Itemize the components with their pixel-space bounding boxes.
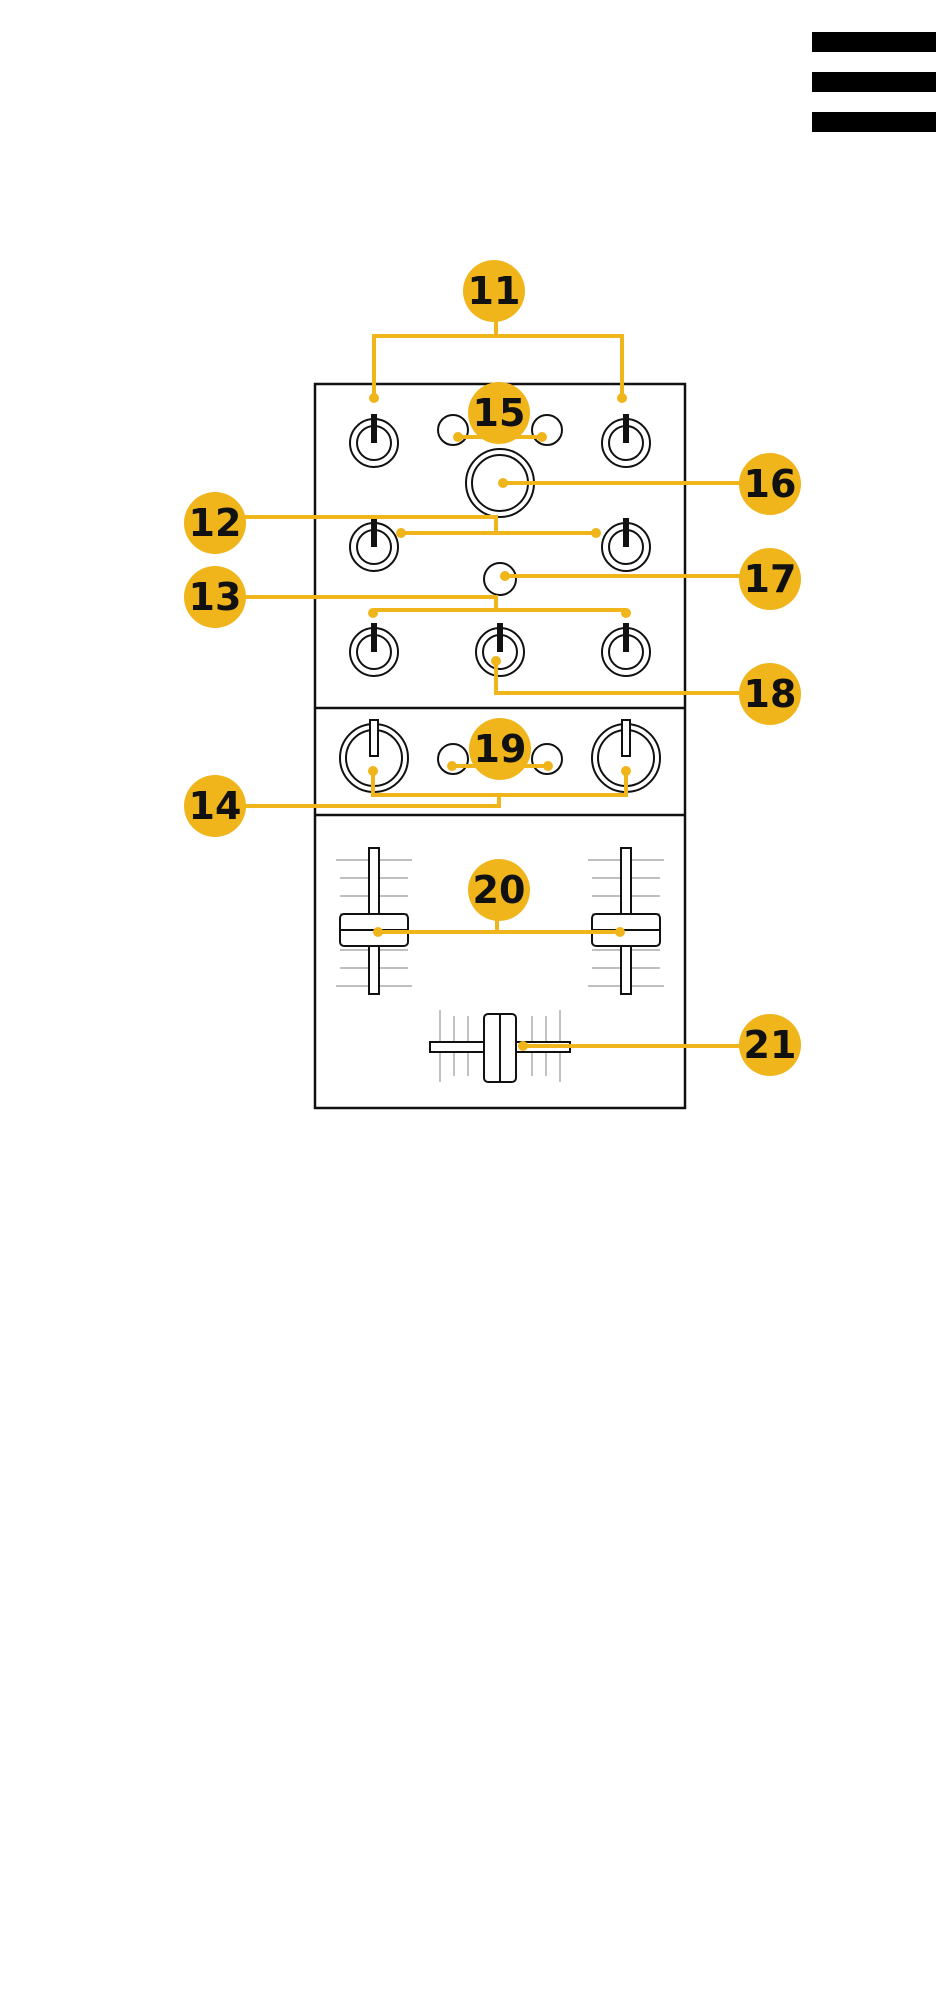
callout-11: 11 (463, 260, 525, 322)
callout-21: 21 (739, 1014, 801, 1076)
callout-17: 17 (739, 548, 801, 610)
callout-17-label: 17 (744, 557, 797, 601)
knob-row3-center (476, 623, 524, 676)
callout-20: 20 (468, 859, 530, 921)
callout-16-label: 16 (744, 462, 797, 506)
callout-12: 12 (184, 492, 246, 554)
callout-12-label: 12 (189, 501, 242, 545)
knob-row2-right (602, 518, 650, 571)
button-row1-left (438, 415, 468, 445)
callout-11-label: 11 (468, 269, 521, 313)
knob-row1-left (350, 414, 398, 467)
callout-14: 14 (184, 775, 246, 837)
knob-row2-left (350, 518, 398, 571)
callout-18-label: 18 (744, 672, 797, 716)
callout-19: 19 (469, 718, 531, 780)
callout-16: 16 (739, 453, 801, 515)
callout-19-label: 19 (474, 727, 527, 771)
callout-18: 18 (739, 663, 801, 725)
callout-13: 13 (184, 566, 246, 628)
callout-15: 15 (468, 382, 530, 444)
small-center-button (484, 563, 516, 595)
button-row1-right (532, 415, 562, 445)
callout-13-label: 13 (189, 575, 242, 619)
top-knobs (350, 414, 650, 676)
knob-row3-right (602, 623, 650, 676)
callout-21-label: 21 (744, 1023, 797, 1067)
knob-row3-left (350, 623, 398, 676)
callout-20-label: 20 (473, 868, 526, 912)
callout-15-label: 15 (473, 391, 526, 435)
callout-14-label: 14 (189, 784, 242, 828)
knob-row1-right (602, 414, 650, 467)
